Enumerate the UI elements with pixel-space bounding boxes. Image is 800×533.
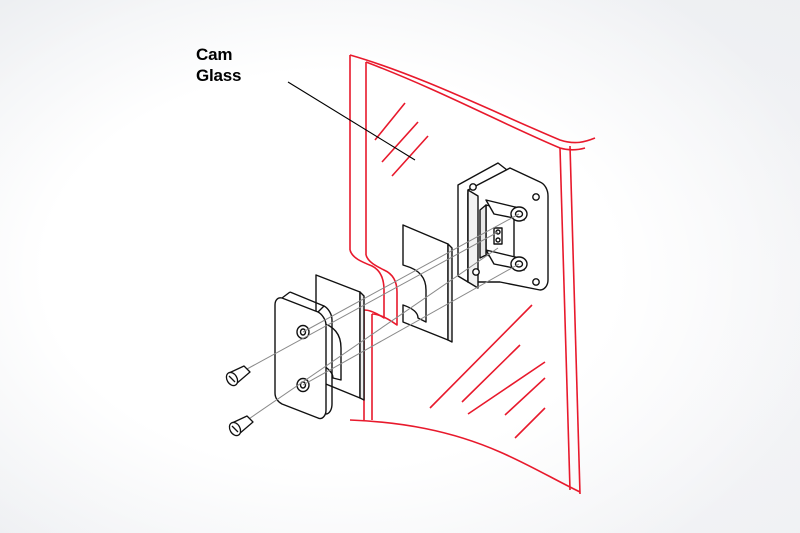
glass-hatch <box>461 344 521 403</box>
glass-hatch <box>374 102 406 141</box>
leader-line <box>287 81 416 161</box>
hinge-hole <box>469 183 477 191</box>
glass-hatch <box>514 407 546 439</box>
hinge-hole <box>532 278 540 286</box>
cam-detail <box>493 227 503 245</box>
glass-hatch <box>467 361 546 415</box>
glass-hatch <box>391 135 429 177</box>
glass-hatch <box>429 304 533 409</box>
glass-right-edge <box>559 147 571 491</box>
hinge-bracket <box>479 204 487 259</box>
countersunk-screw-icon <box>228 415 254 437</box>
glass-notch-inner <box>365 254 398 326</box>
hinge-hole <box>472 268 480 276</box>
cam-label: Cam <box>196 45 233 64</box>
glass-hatch <box>504 377 546 416</box>
glass-notch <box>349 249 385 319</box>
hinge-body <box>457 162 549 291</box>
glass-right-edge-inner <box>569 145 581 495</box>
glass-panel <box>349 54 596 495</box>
glass-hatch <box>381 121 419 163</box>
explode-lines <box>235 213 520 426</box>
glass-top-edge <box>349 54 596 144</box>
glass-label: Glass <box>196 66 242 85</box>
hinge-hole <box>532 193 540 201</box>
glass-bottom-edge <box>349 419 581 493</box>
rear-gasket <box>402 224 453 343</box>
glass-top-edge-inner <box>365 61 586 151</box>
countersunk-screw-icon <box>225 365 251 387</box>
